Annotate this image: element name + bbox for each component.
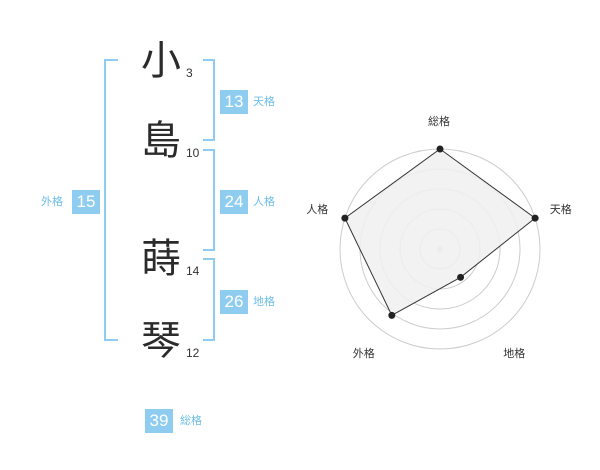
tenkaku-label: 天格 — [253, 95, 275, 108]
jinkaku-bracket — [203, 149, 215, 251]
radar-axis-label-1: 天格 — [549, 203, 572, 217]
chikaku-bracket — [203, 258, 215, 341]
name-char-2: 島 — [141, 118, 181, 164]
stroke-count-2: 10 — [186, 146, 200, 160]
radar-point-0 — [436, 145, 444, 153]
soukaku-label: 総格 — [180, 414, 202, 427]
chikaku-badge: 26 — [220, 290, 248, 314]
radar-polygon — [344, 148, 536, 317]
radar-axis-label-0: 総格 — [428, 115, 450, 128]
name-char-1: 小 — [141, 38, 181, 84]
name-char-4: 琴 — [141, 318, 181, 364]
gaikaku-badge: 15 — [72, 190, 100, 214]
radar-point-4 — [341, 214, 349, 222]
name-char-3: 蒔 — [141, 236, 181, 282]
jinkaku-label: 人格 — [253, 195, 275, 208]
radar-point-3 — [388, 311, 396, 319]
gaikaku-label: 外格 — [41, 195, 63, 208]
stroke-count-4: 12 — [186, 346, 200, 360]
radar-axis-label-2: 地格 — [503, 346, 526, 360]
chikaku-label: 地格 — [253, 295, 275, 308]
radar-point-2 — [457, 273, 465, 281]
jinkaku-badge: 24 — [220, 190, 248, 214]
radar-point-1 — [531, 214, 539, 222]
radar-axis-label-3: 外格 — [352, 346, 375, 360]
tenkaku-badge: 13 — [220, 90, 248, 114]
gaikaku-bracket — [104, 59, 118, 341]
soukaku-badge: 39 — [145, 409, 173, 433]
stroke-count-1: 3 — [186, 66, 193, 80]
radar-axis-label-4: 人格 — [306, 203, 329, 217]
stroke-count-3: 14 — [186, 264, 200, 278]
tenkaku-bracket — [203, 59, 215, 141]
